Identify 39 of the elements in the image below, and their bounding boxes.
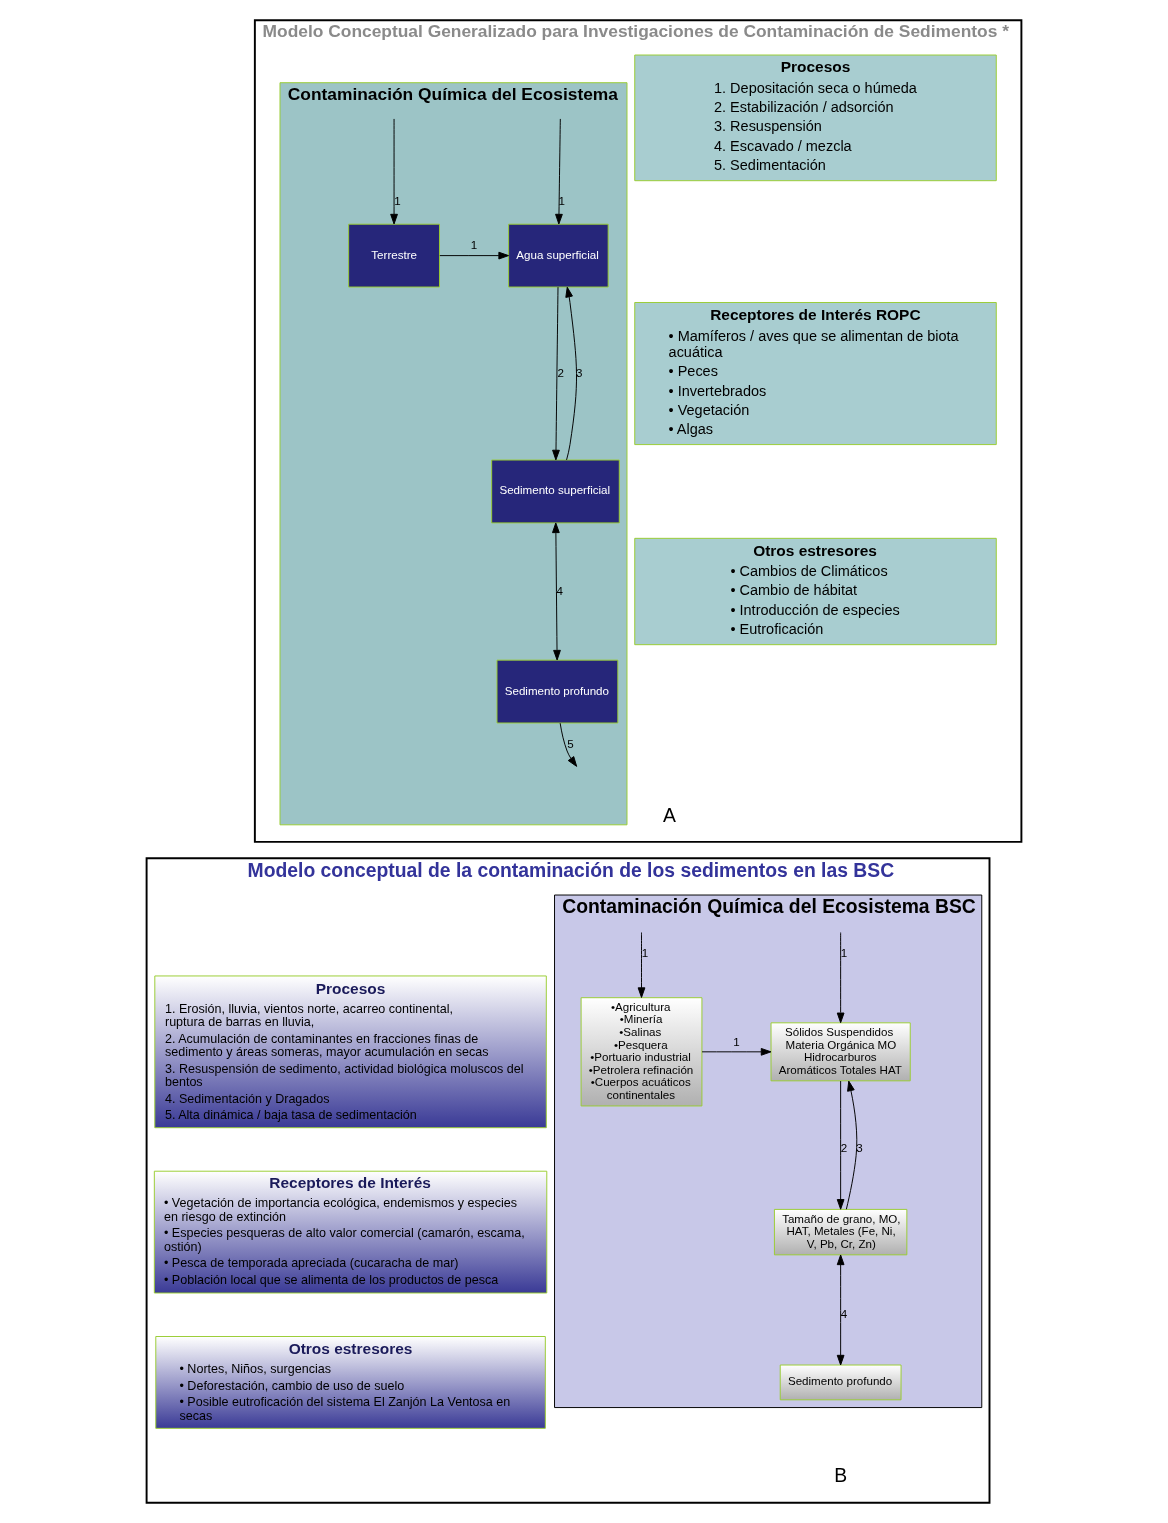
arrow	[701, 1047, 772, 1056]
edge-label: 1	[840, 947, 848, 960]
edge-label: 1	[394, 195, 401, 208]
label: B	[834, 1465, 848, 1487]
edge-label: 3	[856, 1142, 863, 1155]
node-box: Sedimento profundo	[779, 1364, 902, 1401]
edge-label: 2	[557, 366, 565, 379]
node-box: Agua superficial	[508, 223, 609, 288]
label: A	[663, 804, 676, 826]
arrow	[836, 1254, 845, 1366]
arrow	[555, 118, 563, 225]
edge-label: 2	[840, 1142, 848, 1155]
node-box: Otros estresores • Nortes, Niños, surgencias • Deforestación, cambio de uso de suelo • Posible eutroficación del sistema El Zanjón La Ventosa en secas	[155, 1336, 546, 1429]
arrow	[552, 286, 560, 461]
edge-label: 4	[840, 1307, 848, 1320]
node-box: Sedimento superficial	[491, 459, 620, 524]
node-box: Sólidos Suspendidos Materia Orgánica MO Hidrocarburos Aromáticos Totales HAT	[770, 1022, 911, 1082]
node-box: Sedimento profundo	[496, 659, 619, 724]
node-box: Receptores de Interés • Vegetación de importancia ecológica, endemismos y especies en riesgo de extinción • Especies pesqueras de alto valor comercial (camarón, escama, ostión) • Pesca de temporada apreciada (cucaracha de mar) • Población local que se alimenta de los productos de pesca	[153, 1170, 548, 1294]
arrow	[390, 118, 398, 225]
arrow	[845, 1080, 858, 1210]
arrow	[836, 932, 845, 1024]
arrow	[637, 932, 646, 998]
arrow	[836, 1080, 845, 1210]
node-box: Terrestre	[348, 223, 440, 288]
node-box: Receptores de Interés ROPC • Mamíferos / aves que se alimentan de biota acuática • Peces • Invertebrados • Vegetación • Algas	[634, 302, 997, 446]
node-box: Tamaño de grano, MO, HAT, Metales (Fe, Ni, V, Pb, Cr, Zn)	[773, 1208, 908, 1256]
edge-label: 5	[567, 737, 574, 750]
arrow	[559, 722, 578, 767]
arrow	[439, 251, 510, 260]
node-box: •Agricultura •Minería •Salinas •Pesquera •Portuario industrial •Petrolera refinación •Cuerpos acuáticos continentales	[580, 997, 703, 1107]
edge-label: 1	[641, 947, 649, 960]
arrow	[565, 286, 577, 461]
edge-label: 1	[470, 239, 478, 252]
arrow	[552, 522, 561, 661]
node-box: Procesos 1. Erosión, lluvia, vientos norte, acarreo continental, ruptura de barras en lluvia, 2. Acumulación de contaminantes en fracciones finas de sedimento y áreas someras, mayor acumulación en secas 3. Resuspensión de sedimento, actividad biológica moluscos del bentos 4. Sedimentación y Dragados 5. Alta dinámica / baja tasa de sedimentación	[154, 975, 547, 1129]
edge-label: 1	[733, 1035, 740, 1048]
node-box: Otros estresores • Cambios de Climáticos • Cambio de hábitat • Introducción de especies • Eutroficación	[634, 537, 997, 646]
node-box: Procesos 1. Depositación seca o húmeda 2. Estabilización / adsorción 3. Resuspensión 4. Escavado / mezcla 5. Sedimentación	[634, 54, 997, 182]
